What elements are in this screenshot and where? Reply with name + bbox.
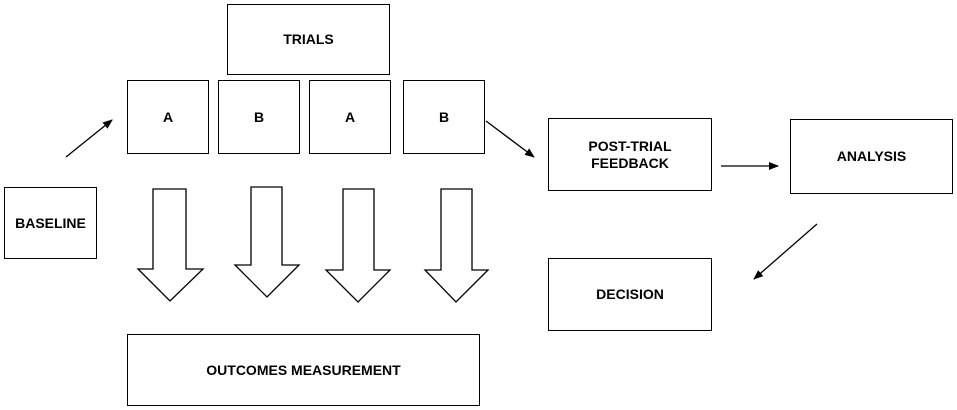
phase-label: B	[253, 108, 265, 125]
down-arrow-phase-3	[324, 188, 392, 303]
phase-box-a-1: A	[127, 80, 209, 154]
post-trial-feedback-box: POST-TRIAL FEEDBACK	[548, 118, 712, 191]
analysis-box: ANALYSIS	[790, 119, 953, 194]
phase-box-b-2: B	[403, 80, 485, 154]
outcomes-measurement-box: OUTCOMES MEASUREMENT	[127, 334, 480, 406]
down-arrow-phase-1	[136, 188, 205, 302]
decision-box: DECISION	[548, 258, 712, 331]
arrow-analysis-to-decision	[753, 223, 818, 280]
phase-label: A	[162, 108, 174, 125]
arrow-baseline-to-trials	[65, 119, 113, 158]
arrow-trials-to-feedback	[485, 120, 535, 158]
baseline-box: BASELINE	[4, 187, 97, 259]
baseline-label: BASELINE	[15, 214, 86, 231]
phase-label: A	[344, 108, 356, 125]
phase-label: B	[438, 108, 450, 125]
phase-box-b-1: B	[218, 80, 300, 154]
trials-box: TRIALS	[227, 4, 390, 75]
down-arrow-phase-2	[233, 186, 301, 298]
post-trial-feedback-label: POST-TRIAL FEEDBACK	[588, 137, 672, 171]
decision-label: DECISION	[596, 286, 664, 302]
down-arrow-phase-4	[423, 188, 490, 303]
outcomes-measurement-label: OUTCOMES MEASUREMENT	[206, 361, 401, 378]
phase-box-a-2: A	[309, 80, 391, 154]
trials-label: TRIALS	[283, 31, 334, 47]
analysis-label: ANALYSIS	[836, 148, 907, 164]
